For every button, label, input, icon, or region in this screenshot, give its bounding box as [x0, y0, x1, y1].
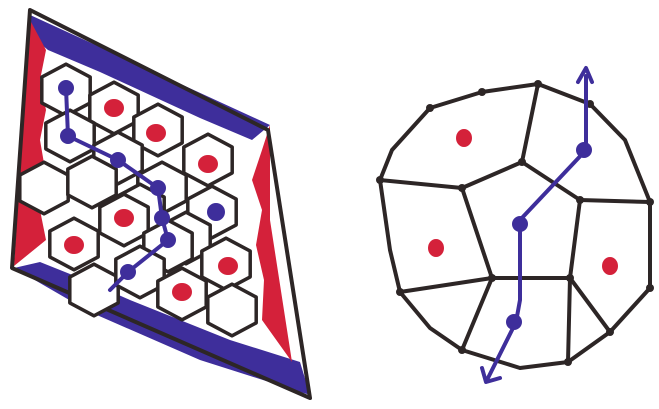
red-dot: [172, 283, 192, 301]
red-dot: [428, 239, 444, 257]
hexagon-cell: [68, 156, 116, 208]
blue-node: [60, 128, 76, 144]
blue-node: [120, 264, 136, 280]
red-dot: [146, 124, 166, 142]
red-dot: [218, 257, 238, 275]
red-dot: [198, 155, 218, 173]
red-dot: [64, 236, 84, 254]
red-dot: [104, 99, 124, 117]
red-dot: [602, 257, 618, 275]
blue-node: [58, 80, 74, 96]
blue-node: [110, 152, 126, 168]
red-dot: [114, 209, 134, 227]
hexagon-cell: [20, 162, 68, 214]
blue-node: [506, 314, 522, 330]
blue-node: [160, 232, 176, 248]
blue-node: [512, 216, 528, 232]
blue-node: [576, 142, 592, 158]
blue-node: [154, 210, 170, 226]
blue-dot: [207, 203, 225, 221]
blue-node: [150, 180, 166, 196]
hexagon-cell: [208, 284, 256, 336]
red-dot: [456, 129, 472, 147]
